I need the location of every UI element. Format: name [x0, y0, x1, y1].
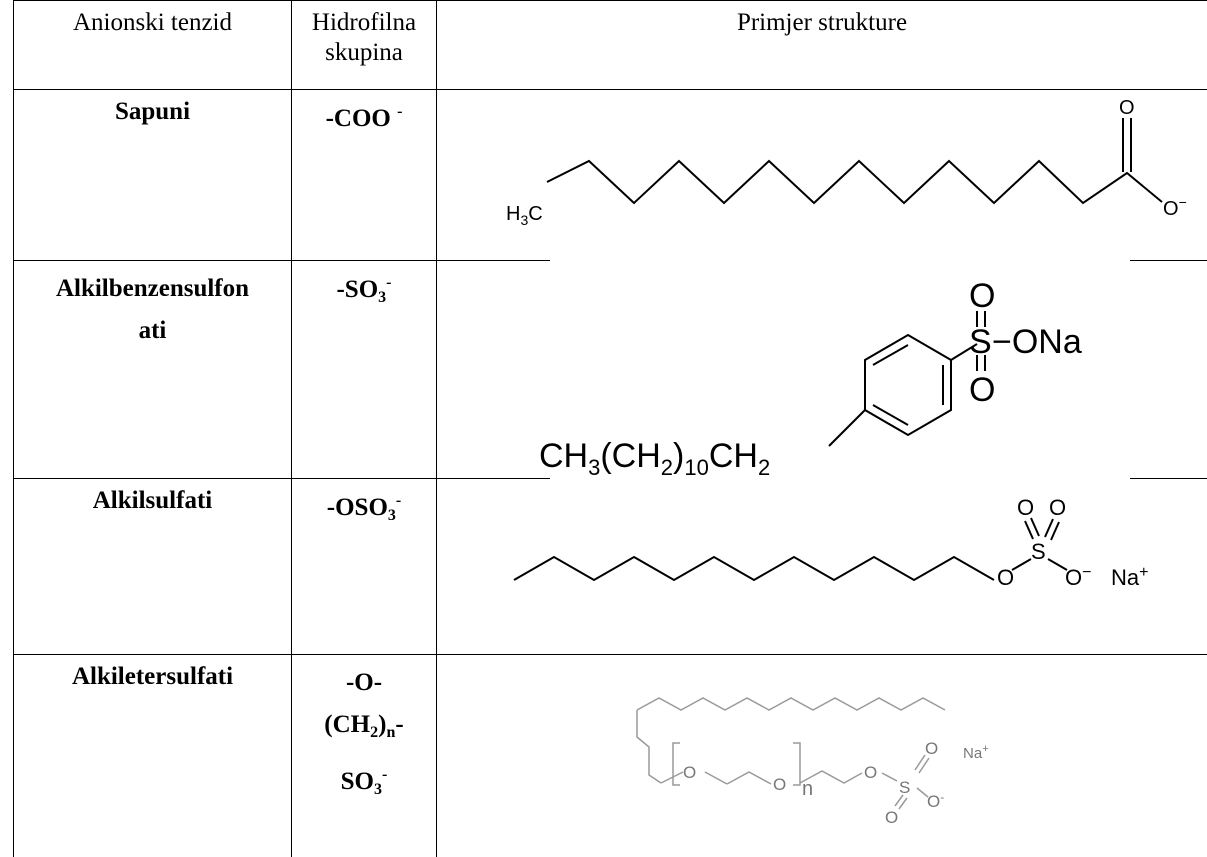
col2-right-border [436, 0, 437, 857]
table-top-border [13, 0, 1207, 1]
structure-alkiletersulfat: O O n O O S O- O Na+ [636, 697, 989, 827]
name-line2: ati [138, 317, 167, 344]
header-skupina: skupina [325, 39, 403, 66]
group-line1: -O- [345, 669, 383, 696]
row-alkiletersulfati-group: -O- (CH2)n- SO3- [292, 662, 436, 811]
svg-text:O: O [925, 739, 938, 758]
svg-text:O−: O− [1065, 564, 1091, 590]
group-coo: -COO [325, 105, 391, 132]
svg-text:O: O [773, 775, 786, 794]
group-so3-sub: 3 [378, 289, 387, 306]
row1-bottom-border [13, 260, 550, 261]
svg-text:CH3(CH2)10CH2: CH3(CH2)10CH2 [539, 437, 770, 480]
group-oso3-charge: - [395, 492, 402, 509]
svg-text:O: O [1049, 495, 1066, 520]
row2-bottom-border-right [1130, 478, 1207, 479]
group-so3: -SO [336, 276, 379, 303]
svg-text:H3C: H3C [506, 203, 543, 228]
svg-text:S: S [899, 778, 910, 797]
row-alkiletersulfati-name: Alkiletersulfati [71, 663, 234, 690]
svg-text:O: O [864, 763, 877, 782]
row3-bottom-border [13, 654, 1207, 655]
col1-right-border [291, 0, 292, 857]
structure-sapun: H3C O O− [506, 97, 1187, 228]
svg-text:O: O [969, 371, 995, 409]
svg-text:O: O [1017, 495, 1034, 520]
row1-bottom-border-right [1130, 260, 1207, 261]
row-alkilsulfati-group: -OSO3- [292, 486, 436, 531]
table-left-border [13, 0, 14, 857]
row-alkilbenzensulfonati-group: -SO3- [292, 268, 436, 313]
svg-text:O: O [683, 763, 696, 782]
svg-text:−ONa: −ONa [992, 323, 1082, 361]
row2-bottom-border [13, 478, 550, 479]
group-so3-charge: - [386, 274, 392, 291]
name-line1: Alkilbenzensulfon [55, 275, 250, 302]
group-coo-charge: - [397, 103, 403, 120]
header-bottom-border [13, 89, 1207, 90]
svg-text:O: O [997, 565, 1014, 590]
row-sapuni-group: -COO - [292, 97, 436, 134]
structure-alkilsulfat: O O O S O− Na+ [513, 495, 1148, 590]
svg-text:S: S [969, 323, 992, 361]
header-hidrofilna-skupina: Hidrofilna skupina [292, 8, 436, 68]
svg-text:S: S [1031, 539, 1046, 564]
svg-text:O−: O− [1163, 194, 1187, 220]
row-alkilsulfati-name: Alkilsulfati [92, 487, 213, 514]
svg-text:O: O [1119, 97, 1135, 119]
svg-text:n: n [802, 778, 813, 800]
svg-text:O: O [885, 808, 898, 827]
svg-text:O: O [969, 277, 995, 315]
row-alkilbenzensulfonati-name: Alkilbenzensulfon ati [14, 268, 291, 352]
svg-text:Na+: Na+ [963, 743, 989, 762]
svg-text:O-: O- [927, 790, 944, 811]
group-line3: SO3- [340, 766, 388, 798]
header-primjer-strukture: Primjer strukture [736, 9, 908, 36]
row-sapuni-name: Sapuni [114, 98, 191, 125]
svg-text:Na+: Na+ [1111, 564, 1148, 590]
header-hidrofilna: Hidrofilna [311, 9, 417, 36]
structure-alkilbenzensulfonat: O S −ONa O CH3(CH2)10CH2 [539, 277, 1082, 480]
group-line2: (CH2)n- [324, 711, 404, 741]
group-oso3-sub: 3 [387, 507, 396, 524]
header-anionski-tenzid: Anionski tenzid [72, 9, 232, 36]
group-oso3: -OSO [326, 494, 388, 521]
